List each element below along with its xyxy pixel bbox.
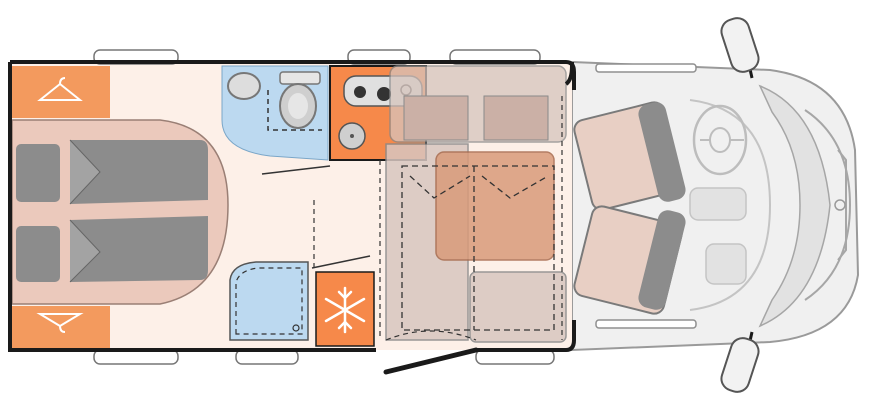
partition-line-top (261, 165, 331, 175)
habitation (8, 49, 576, 375)
gear-console (689, 187, 747, 221)
center-console (705, 243, 747, 285)
duvet-fold-bottom (69, 219, 101, 283)
front-grille (837, 149, 847, 261)
snowflake-icon (324, 286, 366, 334)
washroom (221, 65, 329, 161)
partition-line-bottom (311, 255, 371, 269)
cab-window-top (595, 63, 697, 73)
window-bottom-1 (93, 349, 179, 365)
shower-tray-dash (235, 267, 303, 335)
duvet-top (70, 140, 208, 204)
washroom-door-swing (267, 90, 322, 131)
rear-wardrobe-top (12, 66, 110, 118)
habitation-wall (8, 60, 576, 352)
dashboard (689, 99, 772, 311)
sink-icon (338, 122, 366, 150)
toilet-icon (279, 71, 321, 129)
entrance-door (383, 330, 479, 375)
pillow-top (16, 144, 60, 202)
fridge (315, 271, 375, 347)
window-bottom-3 (475, 349, 555, 365)
washbasin-icon (227, 72, 261, 100)
duvet-bottom (70, 216, 208, 282)
bench-top-left (403, 95, 469, 141)
shower-drain-icon (292, 324, 300, 332)
drop-down-bed-outline (401, 165, 555, 331)
pillow-dash-right (481, 175, 549, 199)
dinette (385, 65, 567, 343)
shower (229, 261, 309, 341)
mirror-left (720, 17, 760, 79)
double-bed-icon (11, 119, 229, 305)
brand-logo (834, 199, 846, 211)
window-bottom-2 (235, 349, 299, 365)
bench-bottom (469, 271, 567, 343)
cab-window-bottom (595, 319, 697, 329)
duvet-fold-top (69, 139, 101, 205)
rear-wardrobe-bottom (12, 306, 110, 348)
windscreen (758, 84, 831, 328)
cab (571, 17, 860, 393)
clothes-hanger-icon (36, 313, 84, 333)
bench-top-right (483, 95, 549, 141)
clothes-hanger-icon (37, 77, 83, 101)
mirror-right (720, 331, 760, 393)
table-icon (435, 151, 555, 261)
passenger-swivel-seat (573, 205, 686, 315)
bonnet (804, 109, 852, 301)
pillow-bottom (16, 226, 60, 282)
steering-wheel-icon (692, 104, 748, 176)
shower-icon (229, 261, 309, 341)
pillow-dash-left (409, 175, 471, 199)
driver-swivel-seat (573, 101, 686, 211)
